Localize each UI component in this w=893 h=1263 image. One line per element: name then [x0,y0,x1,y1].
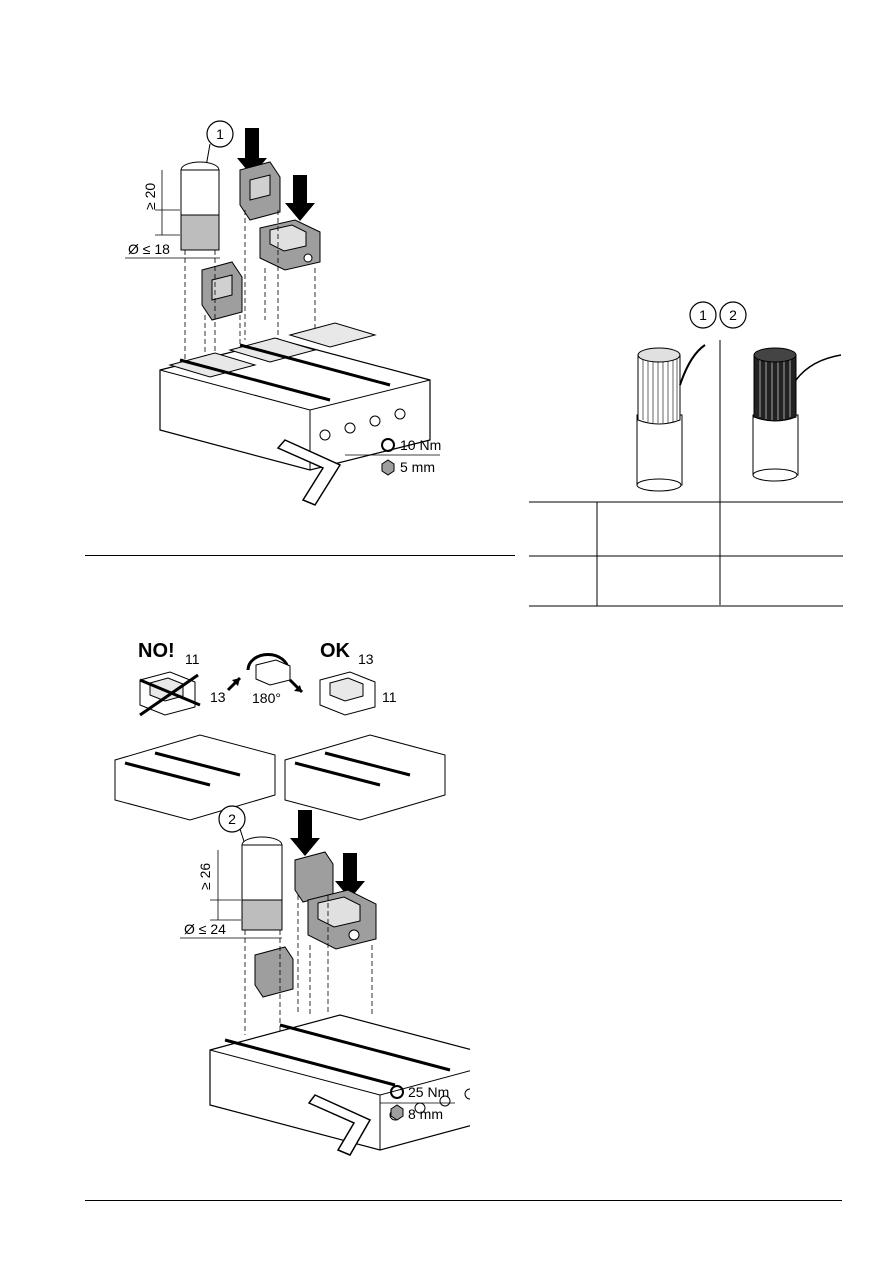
callout-b: 2 [729,307,737,323]
footer-rule [85,1200,842,1201]
callout-1-label: 1 [216,126,224,142]
torque-icon [390,1085,404,1099]
callout-2-label: 2 [228,811,236,827]
callout-a: 1 [699,307,707,323]
diameter-1: Ø ≤ 18 [128,241,170,257]
dim-11-b: 11 [382,689,397,705]
figure-2-terminal-assembly: NO! 11 13 180° OK 13 11 2 ≥ 26 Ø ≤ 24 [114,640,470,1156]
hex-key-icon [390,1104,404,1121]
dim-13-b: 13 [358,651,374,667]
strip-length-2: ≥ 26 [197,863,213,890]
strip-length-1: ≥ 20 [142,183,158,210]
arrow-down-icon [237,128,267,176]
section-divider [85,555,515,556]
arrow-down-icon [335,853,365,899]
hex-key-1: 5 mm [400,459,435,475]
arrow-down-icon [285,175,315,221]
diameter-2: Ø ≤ 24 [184,921,226,937]
arrow-down-icon [290,810,320,856]
dim-11-a: 11 [185,651,200,667]
torque-1: 10 Nm [400,437,441,453]
cable-stranded [752,347,842,482]
ok-label: OK [320,640,351,662]
torque-icon [381,438,395,452]
hex-key-icon [381,459,395,476]
figure-1-terminal-assembly: 1 ≥ 20 Ø ≤ 18 [125,120,441,506]
dim-13-a: 13 [210,689,226,705]
cable-types-panel: 1 2 [529,301,843,607]
callout-circle-1 [206,120,234,148]
no-label: NO! [138,640,175,662]
hex-key-icon [307,1094,372,1156]
rotate-label: 180° [252,690,281,706]
hex-key-icon [276,439,342,506]
torque-2: 25 Nm [408,1084,449,1100]
cable-fine-strand [636,344,706,492]
hex-key-2: 8 mm [408,1106,443,1122]
